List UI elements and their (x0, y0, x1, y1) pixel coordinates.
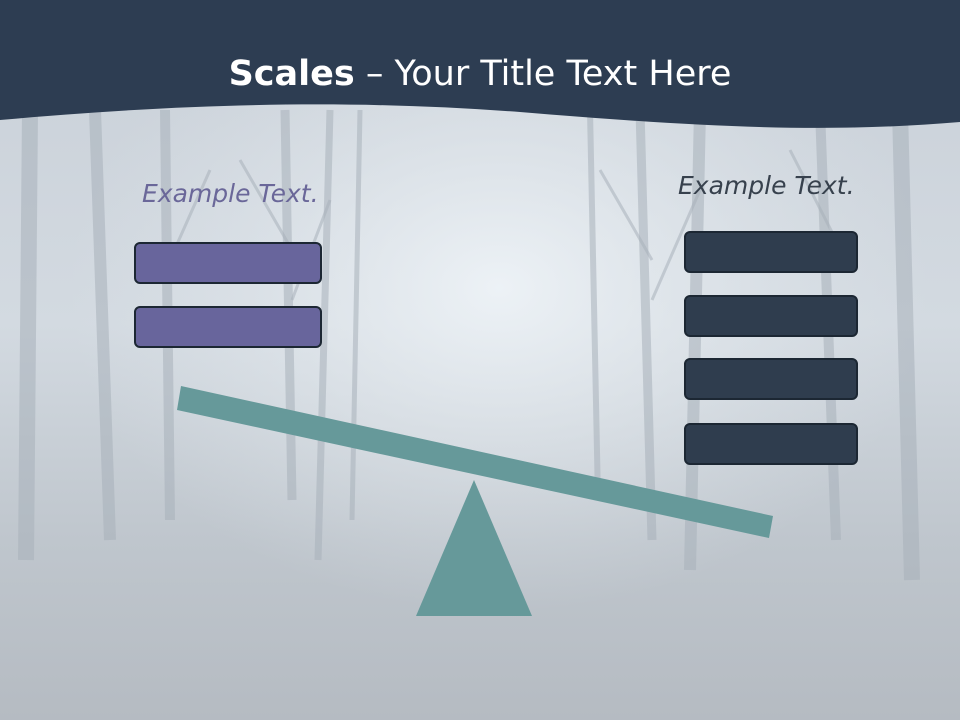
right-text-box-2[interactable] (684, 295, 858, 337)
seesaw-beam (177, 386, 773, 538)
right-text-box-1[interactable] (684, 231, 858, 273)
right-example-text: Example Text. (678, 171, 855, 200)
left-example-text: Example Text. (142, 179, 319, 208)
header-band (0, 0, 960, 128)
right-text-box-3[interactable] (684, 358, 858, 400)
slide-title: Scales – Your Title Text Here (0, 52, 960, 96)
seesaw-fulcrum (416, 480, 532, 616)
right-text-box-4[interactable] (684, 423, 858, 465)
title-bold: Scales (228, 54, 355, 94)
left-text-box-1[interactable] (134, 242, 322, 284)
title-rest: – Your Title Text Here (354, 54, 732, 94)
left-text-box-2[interactable] (134, 306, 322, 348)
